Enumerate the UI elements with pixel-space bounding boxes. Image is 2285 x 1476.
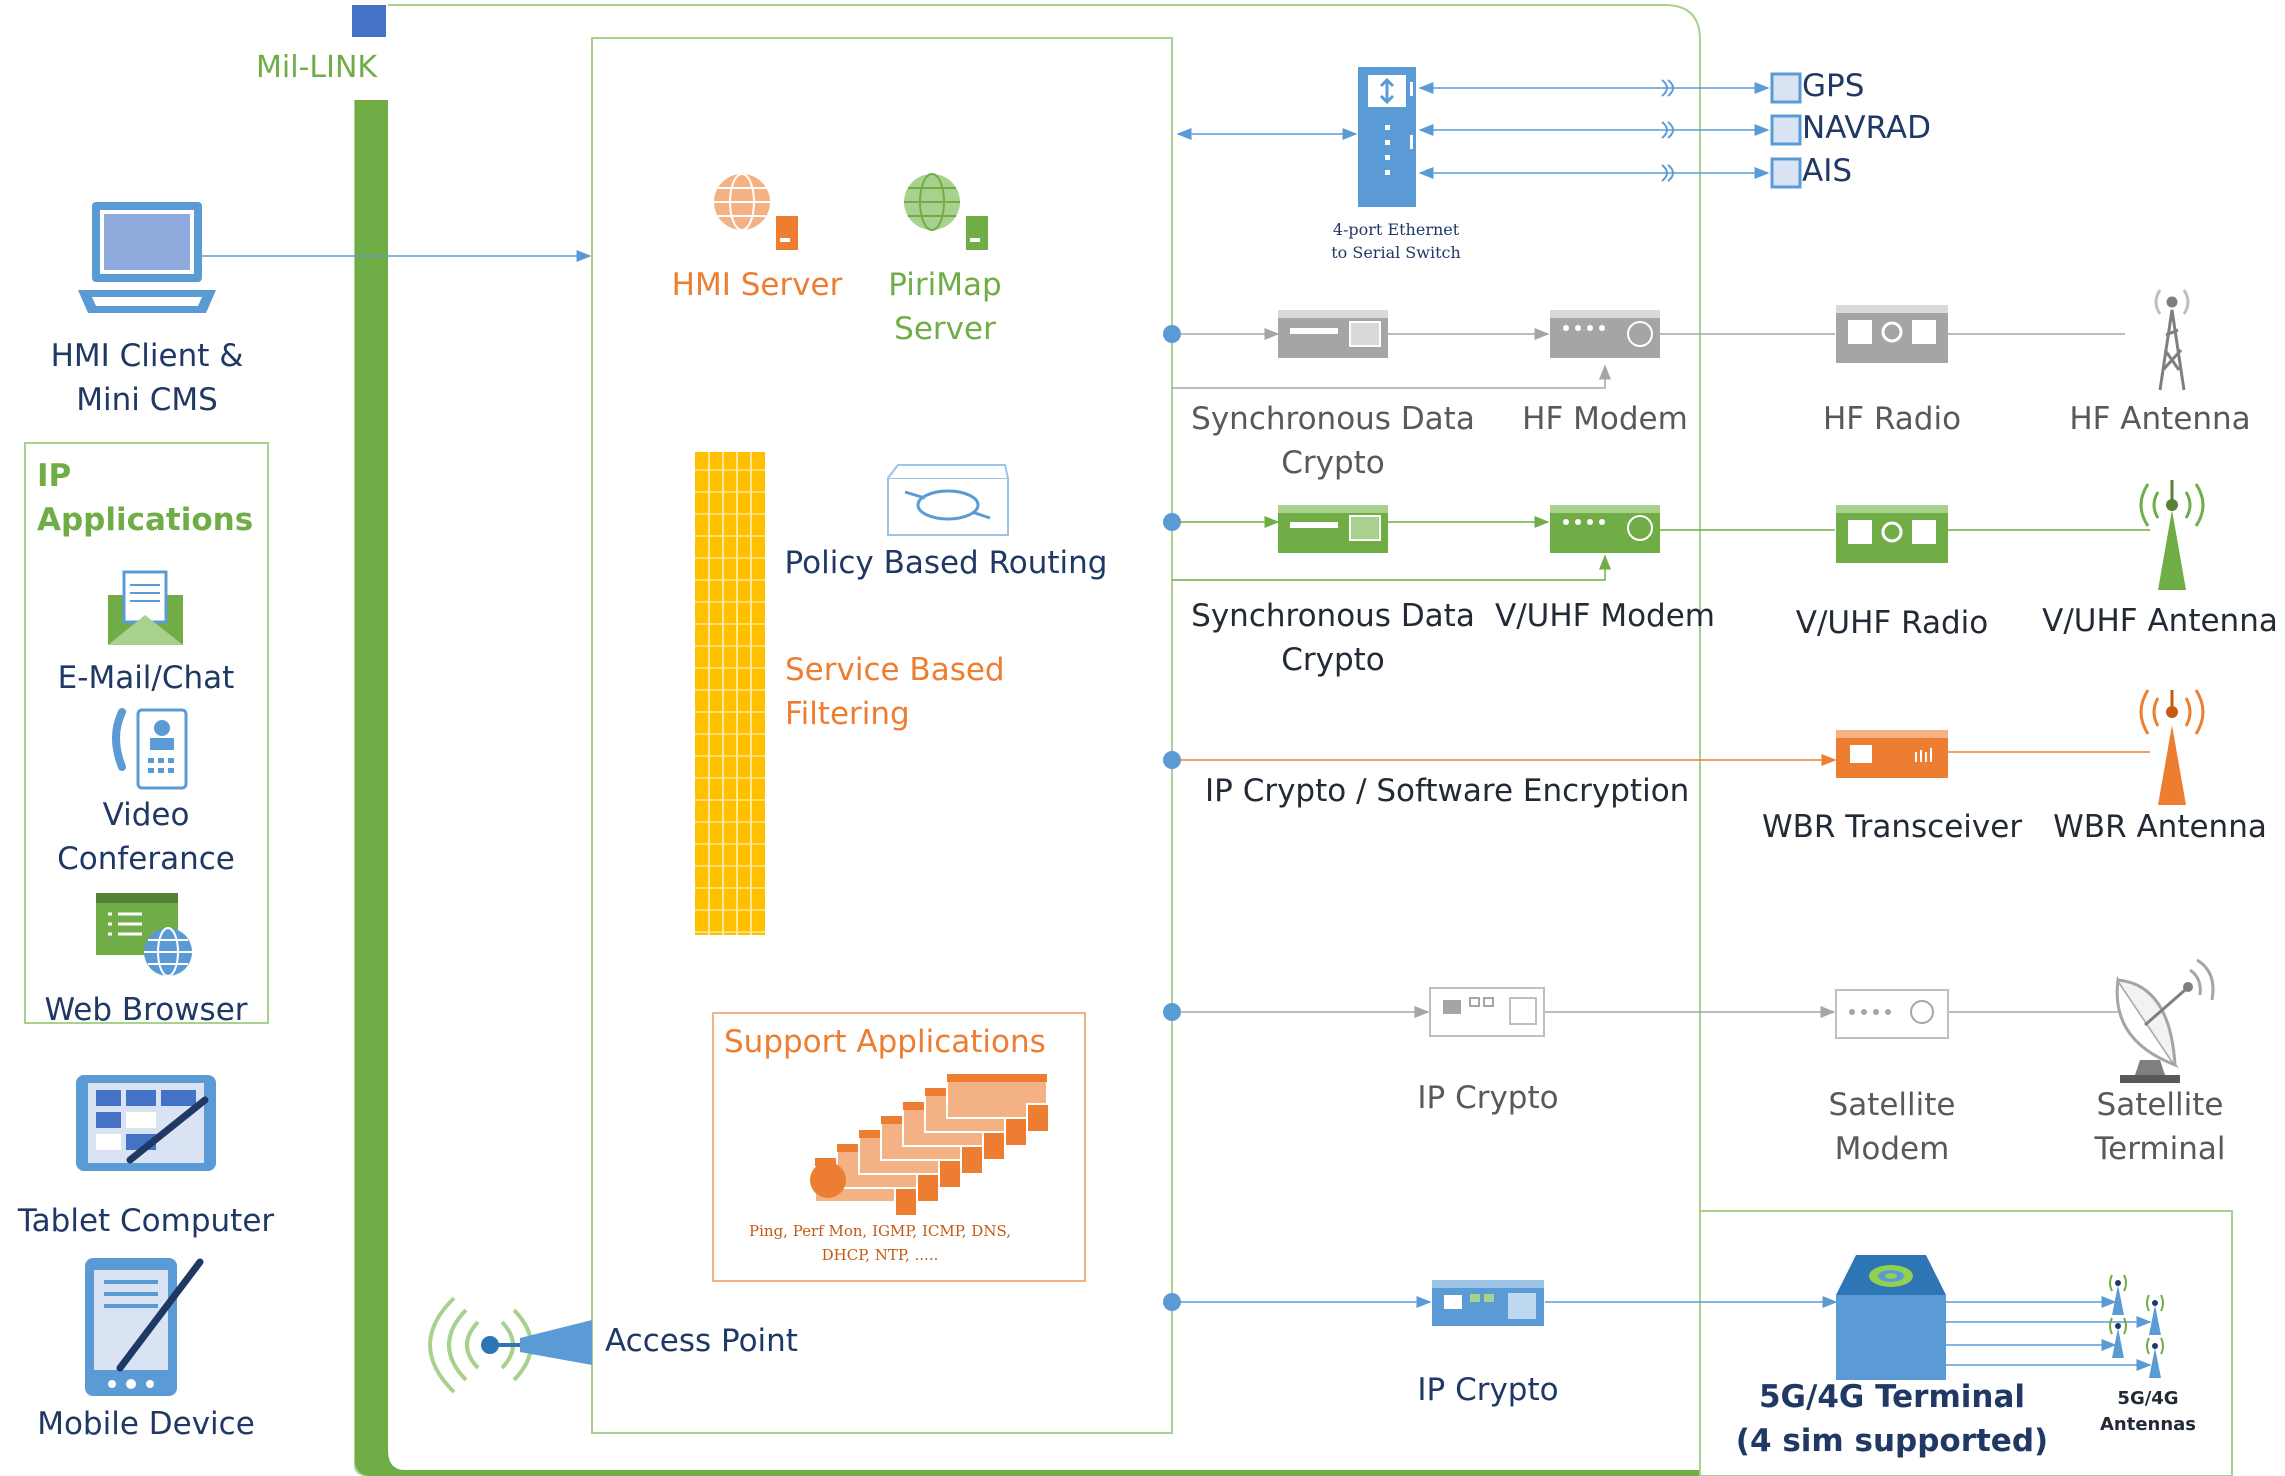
vuhf-radio-icon xyxy=(1836,505,1948,563)
row-connector-dots xyxy=(1163,325,1181,1311)
cellular-antennas-label-1: 5G/4G xyxy=(2117,1388,2179,1409)
cellular-box xyxy=(1699,1210,2233,1476)
pirimap-label-2: Server xyxy=(894,311,996,347)
vuhf-modem-icon xyxy=(1550,505,1660,553)
sbf-label-1: Service Based xyxy=(785,652,1005,688)
serial-switch-label-1: 4-port Ethernet xyxy=(1332,220,1460,239)
pirimap-label-1: PiriMap xyxy=(888,267,1002,303)
hf-modem-icon xyxy=(1550,310,1660,358)
hmi-client-label-1: HMI Client & xyxy=(50,338,244,374)
cellular-antennas-label-2: Antennas xyxy=(2099,1414,2197,1435)
video-label-2: Conferance xyxy=(57,841,235,877)
ip-applications-box xyxy=(24,442,269,1024)
hmi-client-label-2: Mini CMS xyxy=(76,382,218,418)
mobile-label: Mobile Device xyxy=(37,1406,255,1442)
cellular-ip-crypto-icon xyxy=(1432,1280,1544,1326)
gps-label: GPS xyxy=(1802,68,1865,104)
ais-icon xyxy=(1770,157,1802,189)
ip-applications-title-1: IP xyxy=(37,458,72,494)
web-label: Web Browser xyxy=(44,992,248,1028)
satellite-ip-crypto-icon xyxy=(1429,987,1545,1037)
tablet-label: Tablet Computer xyxy=(17,1203,275,1239)
cellular-antennas-icon xyxy=(2109,1274,2164,1378)
mil-link-label: Mil-LINK xyxy=(256,50,378,85)
vuhf-crypto-label-2: Crypto xyxy=(1281,642,1385,678)
email-label: E-Mail/Chat xyxy=(57,660,235,696)
wbr-antenna-label: WBR Antenna xyxy=(2053,809,2267,845)
wbr-crypto-label: IP Crypto / Software Encryption xyxy=(1205,773,1690,809)
pbr-label: Policy Based Routing xyxy=(784,545,1108,581)
serial-port-icons xyxy=(1661,79,1674,182)
vuhf-antenna-icon xyxy=(2139,480,2205,590)
sbf-label-2: Filtering xyxy=(785,696,910,732)
hf-radio-icon xyxy=(1836,305,1948,363)
satellite-modem-label-2: Modem xyxy=(1834,1131,1950,1167)
cellular-terminal-label-2: (4 sim supported) xyxy=(1735,1423,2049,1459)
vuhf-crypto-label-1: Synchronous Data xyxy=(1191,598,1475,634)
wbr-antenna-icon xyxy=(2139,689,2205,805)
ais-label: AIS xyxy=(1802,153,1853,189)
laptop-icon[interactable] xyxy=(78,202,216,313)
video-phone-icon[interactable] xyxy=(112,708,188,790)
satellite-crypto-label: IP Crypto xyxy=(1417,1080,1559,1116)
video-label-1: Video xyxy=(102,797,190,833)
email-icon[interactable] xyxy=(108,570,183,645)
support-apps-icon xyxy=(810,1073,1050,1217)
satellite-modem-label-1: Satellite xyxy=(1828,1087,1956,1123)
mobile-icon[interactable] xyxy=(85,1258,204,1396)
serial-switch-label-2: to Serial Switch xyxy=(1331,243,1461,262)
hf-crypto-label-2: Crypto xyxy=(1281,445,1385,481)
web-browser-icon[interactable] xyxy=(96,893,192,977)
navrad-label: NAVRAD xyxy=(1802,110,1931,146)
access-point-label: Access Point xyxy=(605,1323,798,1359)
tablet-icon[interactable] xyxy=(76,1075,216,1171)
satellite-terminal-label-1: Satellite xyxy=(2096,1087,2224,1123)
router-icon xyxy=(887,464,1009,536)
hf-antenna-icon xyxy=(2154,289,2190,391)
support-list-2: DHCP, NTP, ..... xyxy=(821,1246,939,1264)
satellite-dish-icon xyxy=(2115,958,2215,1083)
navrad-icon xyxy=(1770,114,1802,146)
pirimap-server-icon xyxy=(904,173,990,252)
ip-applications-title-2: Applications xyxy=(37,502,254,538)
serial-switch-icon xyxy=(1358,67,1416,207)
vuhf-modem-label: V/UHF Modem xyxy=(1495,598,1715,634)
support-list-1: Ping, Perf Mon, IGMP, ICMP, DNS, xyxy=(749,1222,1011,1240)
hf-radio-label: HF Radio xyxy=(1822,401,1962,437)
satellite-modem-icon xyxy=(1835,989,1949,1039)
mil-link-frame xyxy=(352,4,1701,1476)
vuhf-radio-label: V/UHF Radio xyxy=(1795,605,1989,641)
core-box xyxy=(591,37,1173,1434)
hmi-server-label: HMI Server xyxy=(671,267,843,303)
vuhf-crypto-icon xyxy=(1278,505,1388,553)
hf-antenna-label: HF Antenna xyxy=(2069,401,2251,437)
wbr-transceiver-label: WBR Transceiver xyxy=(1761,809,2023,845)
cellular-terminal-icon xyxy=(1836,1255,1946,1380)
satellite-terminal-label-2: Terminal xyxy=(2094,1131,2226,1167)
cellular-terminal-label-1: 5G/4G Terminal xyxy=(1758,1379,2026,1415)
wbr-transceiver-icon xyxy=(1836,730,1948,778)
firewall-icon xyxy=(695,452,765,935)
hmi-server-icon xyxy=(714,173,800,252)
gps-icon xyxy=(1770,72,1802,104)
access-point-icon[interactable] xyxy=(428,1296,592,1394)
cellular-crypto-label: IP Crypto xyxy=(1417,1372,1559,1408)
hf-modem-label: HF Modem xyxy=(1522,401,1688,437)
hf-crypto-icon xyxy=(1278,310,1388,358)
support-title: Support Applications xyxy=(724,1024,1046,1060)
support-applications-box xyxy=(712,1012,1086,1282)
hf-crypto-label-1: Synchronous Data xyxy=(1191,401,1475,437)
vuhf-antenna-label: V/UHF Antenna xyxy=(2042,603,2278,639)
